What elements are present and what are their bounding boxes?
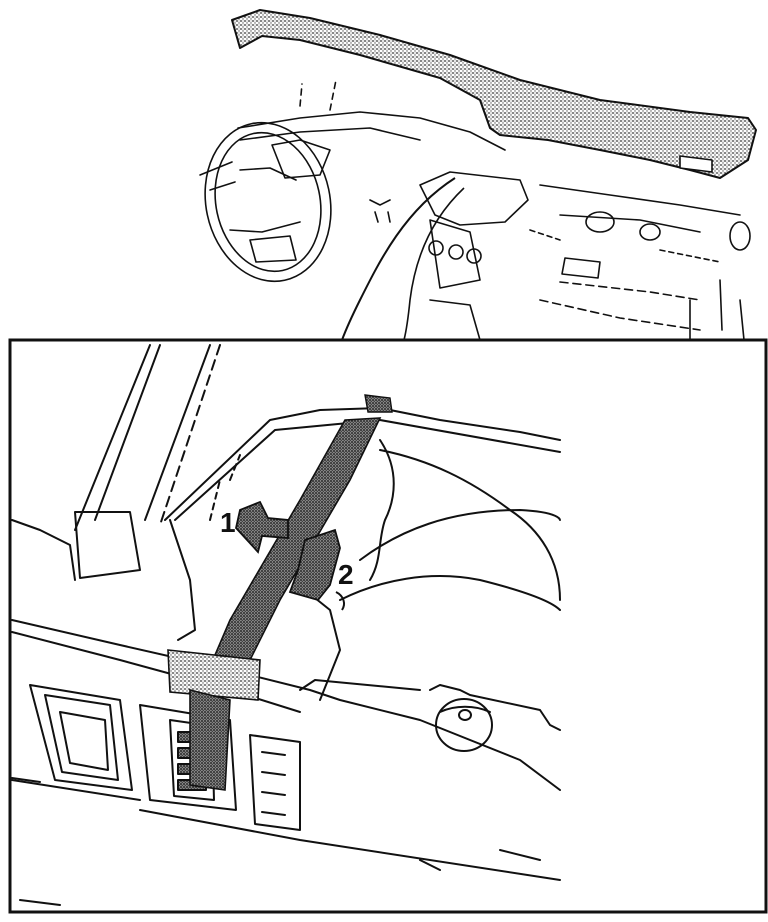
callout-2-label: 2 xyxy=(338,559,354,590)
left-vent-panel xyxy=(29,684,133,791)
arrow-1: 1 xyxy=(220,500,289,554)
detail-connector-line xyxy=(341,177,456,341)
dashboard-pad xyxy=(231,9,757,179)
round-vent xyxy=(435,698,493,752)
steering-wheel xyxy=(204,121,332,283)
overview-illustration xyxy=(199,9,757,381)
a-pillar xyxy=(74,344,211,531)
arrow-2: 2 xyxy=(288,528,354,611)
trim-strip xyxy=(167,394,393,791)
callout-1-label: 1 xyxy=(220,507,236,538)
detail-frame xyxy=(8,338,768,914)
